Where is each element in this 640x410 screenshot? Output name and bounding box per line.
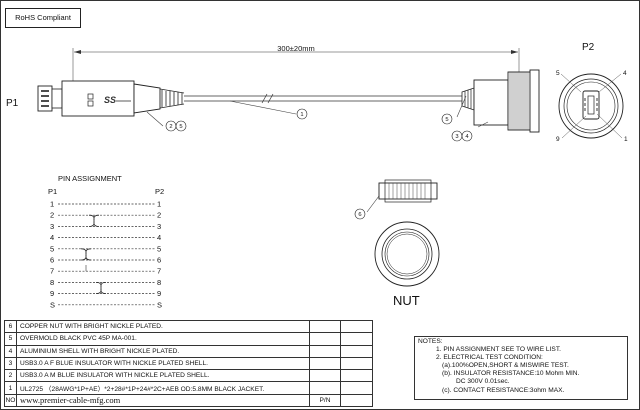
bom-item-number: 1 [4, 381, 17, 395]
pin-right-number: 6 [157, 256, 161, 265]
pin-right-number: 4 [157, 233, 161, 242]
p2-front-view: 5 4 1 9 [556, 70, 628, 143]
p1-label: P1 [6, 98, 19, 109]
balloon-label: 2 [169, 124, 172, 130]
bom-empty-cell [309, 381, 341, 395]
dimension-label: 300±20mm [277, 44, 314, 53]
p2-panel-mount-connector [461, 69, 540, 133]
twisted-pair-marker [88, 214, 100, 227]
pin-left-number: 4 [50, 233, 54, 242]
balloon-label: 1 [300, 112, 303, 118]
pin-left-number: 5 [50, 244, 54, 253]
notes-title: NOTES: [418, 338, 443, 345]
bom-item-number: 4 [4, 344, 17, 358]
bom-empty-cell [309, 319, 341, 334]
nut-label: NUT [393, 293, 420, 308]
bom-empty-cell [340, 369, 373, 383]
rohs-compliant-badge: RoHS Compliant [5, 8, 81, 28]
pin-assignment-rows: 1 1 2 2 3 3 4 4 5 5 6 6 7 7 8 8 9 9S S [50, 200, 162, 310]
note-line: 1. PIN ASSIGNMENT SEE TO WIRE LIST. [436, 346, 561, 354]
website-link[interactable]: www.premier-cable-mfg.com [16, 393, 310, 408]
p2-label: P2 [582, 42, 595, 53]
pin-assignment-p2-header: P2 [155, 187, 164, 196]
pin-left-number: 2 [50, 211, 54, 220]
twisted-pair-marker [80, 248, 92, 261]
pin-left-number: 9 [50, 289, 54, 298]
p2-pin-number: 5 [556, 70, 560, 77]
pin-assignment-title: PIN ASSIGNMENT [58, 174, 122, 183]
bom-empty-cell [340, 393, 373, 408]
bom-empty-cell [309, 332, 341, 346]
bom-empty-cell [340, 356, 373, 371]
bom-empty-cell [340, 344, 373, 358]
bom-item-number: 3 [4, 356, 17, 371]
bom-item-description: OVERMOLD BLACK PVC 45P MA-001. [16, 332, 310, 346]
bom-empty-cell [309, 344, 341, 358]
pin-right-number: 9 [157, 289, 161, 298]
bom-empty-cell [309, 369, 341, 383]
note-line: (a).100%OPEN,SHORT & MISWIRE TEST. [442, 362, 569, 370]
pin-left-number: 8 [50, 278, 54, 287]
cable [184, 93, 462, 104]
balloon-label: 6 [358, 212, 361, 218]
bom-item-description: USB3.0 A M BLUE INSULATOR WITH NICKLE PL… [16, 369, 310, 383]
p2-pin-number: 1 [624, 136, 628, 143]
pin-assignment-p1-header: P1 [48, 187, 57, 196]
note-line: DC 300V 0.01sec. [456, 378, 510, 386]
bom-empty-cell [309, 356, 341, 371]
bom-footer-row: NO www.premier-cable-mfg.com P/N [4, 393, 373, 408]
nut-side-view [378, 179, 438, 203]
p2-pin-number: 4 [623, 70, 627, 77]
pin-right-number: S [157, 300, 162, 309]
bom-item-description: UL2725 （28AWG*1P+AE）*2+28#*1P+24#*2C+AEB… [16, 381, 310, 395]
pin-right-number: 2 [157, 211, 161, 220]
notes-box: NOTES: 1. PIN ASSIGNMENT SEE TO WIRE LIS… [414, 336, 628, 400]
pin-right-number: 8 [157, 278, 161, 287]
bom-pn-header: P/N [309, 393, 341, 408]
balloon-label: 5 [445, 117, 448, 123]
bom-empty-cell [340, 381, 373, 395]
pin-left-number: 7 [50, 267, 54, 276]
balloon-label: 3 [455, 134, 458, 140]
bom-item-description: COPPER NUT WITH BRIGHT NICKLE PLATED. [16, 319, 310, 334]
balloon-label: 5 [179, 124, 182, 130]
bom-item-number: 5 [4, 332, 17, 346]
bom-item-number: 2 [4, 369, 17, 383]
p1-usb-a-male-connector: SS [37, 80, 185, 117]
bom-empty-cell [340, 319, 373, 334]
pin-left-number: 6 [50, 256, 54, 265]
ss-usb-logo: SS [104, 95, 116, 105]
pin-right-number: 1 [157, 200, 161, 209]
balloon-label: 4 [465, 134, 469, 140]
bom-no-header: NO [4, 393, 17, 408]
pin-right-number: 3 [157, 222, 161, 231]
pin-left-number: 3 [50, 222, 54, 231]
bom-item-number: 6 [4, 319, 17, 334]
callout-balloons [146, 95, 489, 220]
bom-empty-cell [340, 332, 373, 346]
note-line: (b). INSULATOR RESISTANCE:10 Mohm MIN. [442, 370, 580, 378]
pin-right-number: 5 [157, 244, 161, 253]
twisted-pair-marker [95, 282, 107, 294]
pin-left-number: S [50, 300, 55, 309]
bom-item-description: ALUMINIUM SHELL WITH BRIGHT NICKLE PLATE… [16, 344, 310, 358]
pin-left-number: 1 [50, 200, 54, 209]
p2-pin-number: 9 [556, 136, 560, 143]
note-line: (c). CONTACT RESISTANCE:3ohm MAX. [442, 386, 565, 394]
note-line: 2. ELECTRICAL TEST CONDITION: [436, 354, 543, 362]
nut-front-view [374, 221, 440, 287]
pin-right-number: 7 [157, 267, 161, 276]
bom-item-description: USB3.0 A F BLUE INSULATOR WITH NICKLE PL… [16, 356, 310, 371]
